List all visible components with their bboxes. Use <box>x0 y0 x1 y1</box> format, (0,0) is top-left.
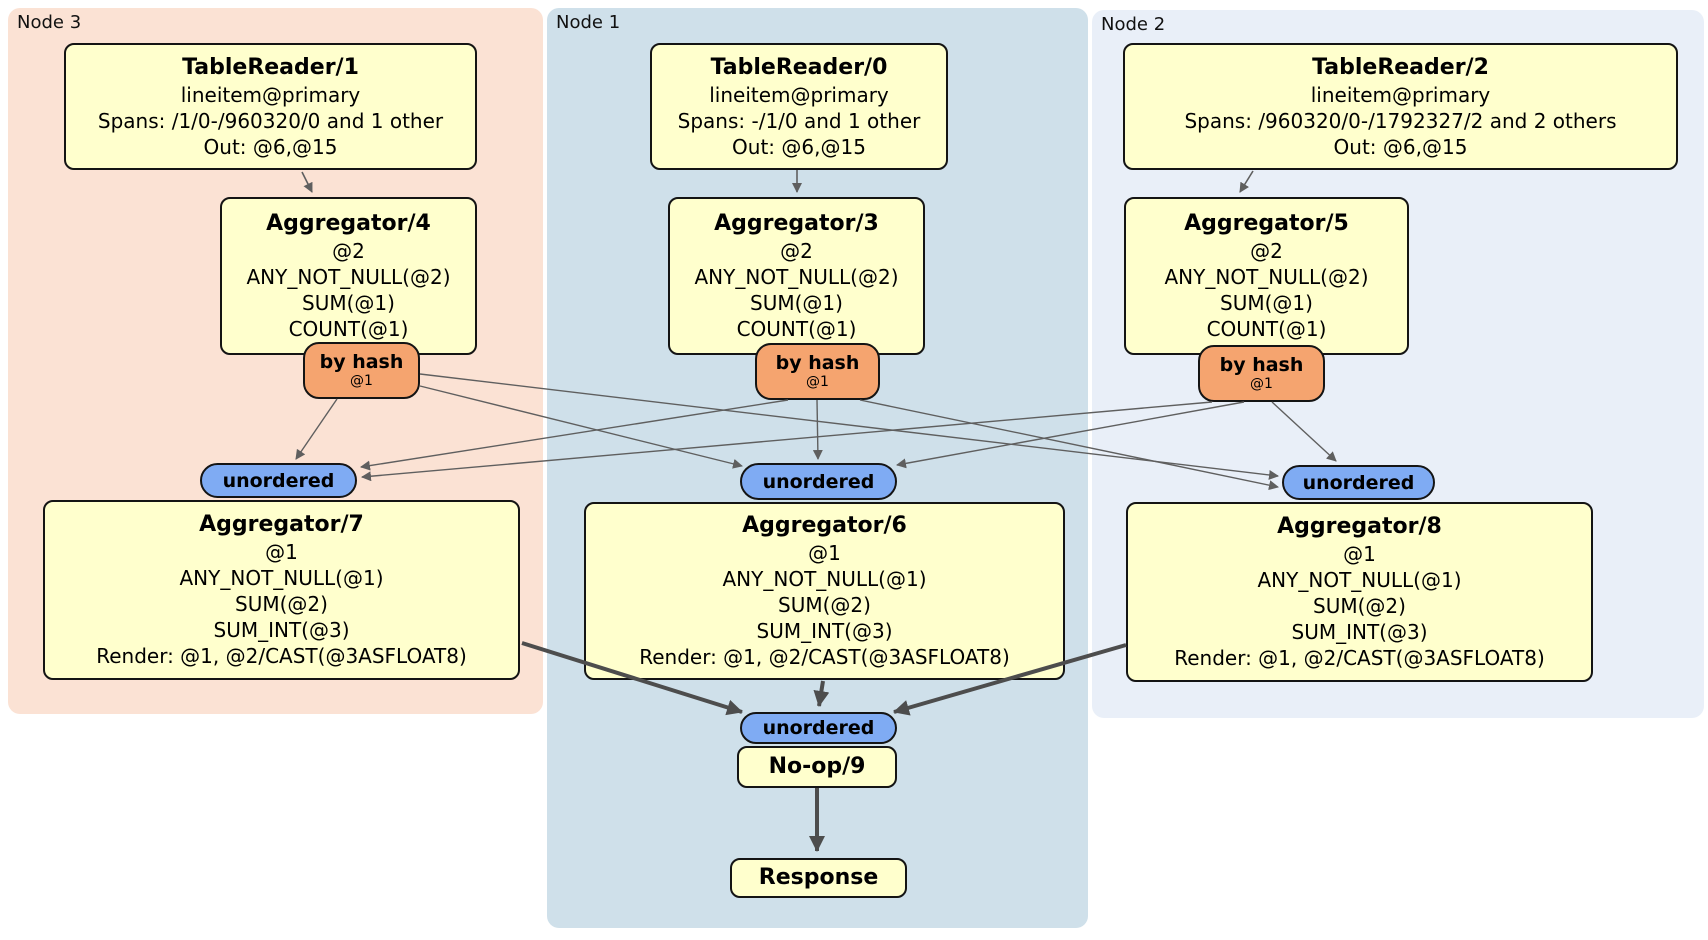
stream-unordered-final: unordered <box>740 712 897 744</box>
processor-title: No-op/9 <box>768 754 866 779</box>
stream-unordered-node2: unordered <box>1282 465 1435 500</box>
processor-aggregator-5: Aggregator/5 @2 ANY_NOT_NULL(@2) SUM(@1)… <box>1124 197 1409 355</box>
processor-tablereader-0: TableReader/0 lineitem@primary Spans: -/… <box>650 43 948 170</box>
processor-title: Aggregator/6 <box>742 513 907 538</box>
processor-detail: COUNT(@1) <box>288 317 409 341</box>
processor-aggregator-8: Aggregator/8 @1 ANY_NOT_NULL(@1) SUM(@2)… <box>1126 502 1593 682</box>
processor-tablereader-1: TableReader/1 lineitem@primary Spans: /1… <box>64 43 477 170</box>
processor-detail: SUM_INT(@3) <box>1291 620 1428 644</box>
processor-title: Aggregator/8 <box>1277 514 1442 539</box>
processor-detail: ANY_NOT_NULL(@1) <box>1257 568 1462 592</box>
processor-title: Response <box>758 865 879 890</box>
processor-detail: Spans: /960320/0-/1792327/2 and 2 others <box>1184 108 1617 133</box>
processor-detail: Out: @6,@15 <box>203 134 338 159</box>
processor-response: Response <box>730 858 907 898</box>
router-hash-column: @1 <box>806 374 829 390</box>
processor-detail: SUM(@2) <box>1313 594 1406 618</box>
processor-noop-9: No-op/9 <box>737 746 897 788</box>
processor-detail: ANY_NOT_NULL(@2) <box>694 265 899 289</box>
processor-detail: SUM_INT(@3) <box>213 618 350 642</box>
processor-detail: Spans: -/1/0 and 1 other <box>677 108 921 133</box>
router-hash-column: @1 <box>1250 376 1273 392</box>
processor-detail: Spans: /1/0-/960320/0 and 1 other <box>97 108 444 133</box>
stream-label: unordered <box>762 470 875 493</box>
processor-detail: SUM(@1) <box>302 291 395 315</box>
processor-title: Aggregator/5 <box>1184 211 1349 236</box>
router-hash-column: @1 <box>350 373 373 389</box>
processor-title: Aggregator/3 <box>714 211 879 236</box>
processor-aggregator-7: Aggregator/7 @1 ANY_NOT_NULL(@1) SUM(@2)… <box>43 500 520 680</box>
processor-title: TableReader/1 <box>182 54 359 80</box>
router-by-hash-node3: by hash @1 <box>303 342 420 399</box>
processor-detail: @2 <box>780 239 813 263</box>
processor-detail: @1 <box>1343 542 1376 566</box>
processor-detail: ANY_NOT_NULL(@2) <box>246 265 451 289</box>
processor-aggregator-6: Aggregator/6 @1 ANY_NOT_NULL(@1) SUM(@2)… <box>584 502 1065 680</box>
processor-detail: SUM(@2) <box>778 593 871 617</box>
processor-aggregator-3: Aggregator/3 @2 ANY_NOT_NULL(@2) SUM(@1)… <box>668 197 925 355</box>
processor-tablereader-2: TableReader/2 lineitem@primary Spans: /9… <box>1123 43 1678 170</box>
router-by-hash-node1: by hash @1 <box>755 343 880 400</box>
processor-detail: ANY_NOT_NULL(@1) <box>179 566 384 590</box>
processor-detail: COUNT(@1) <box>736 317 857 341</box>
stream-label: unordered <box>1302 471 1415 494</box>
processor-detail: ANY_NOT_NULL(@2) <box>1164 265 1369 289</box>
processor-detail: COUNT(@1) <box>1206 317 1327 341</box>
processor-detail: @1 <box>265 540 298 564</box>
processor-detail: Out: @6,@15 <box>1333 134 1468 159</box>
processor-detail: SUM(@1) <box>750 291 843 315</box>
processor-title: Aggregator/4 <box>266 211 431 236</box>
region-node3-label: Node 3 <box>17 12 82 33</box>
router-label: by hash <box>1219 354 1304 376</box>
router-label: by hash <box>775 352 860 374</box>
stream-unordered-node3: unordered <box>200 463 357 498</box>
processor-detail: lineitem@primary <box>180 82 361 107</box>
stream-unordered-node1: unordered <box>740 463 897 500</box>
processor-detail: Render: @1, @2/CAST(@3ASFLOAT8) <box>1174 646 1545 670</box>
processor-title: TableReader/2 <box>1312 54 1489 80</box>
router-by-hash-node2: by hash @1 <box>1198 345 1325 402</box>
processor-detail: ANY_NOT_NULL(@1) <box>722 567 927 591</box>
region-node1-label: Node 1 <box>556 12 621 33</box>
processor-title: Aggregator/7 <box>199 512 364 537</box>
processor-detail: Render: @1, @2/CAST(@3ASFLOAT8) <box>639 645 1010 669</box>
processor-detail: Render: @1, @2/CAST(@3ASFLOAT8) <box>96 644 467 668</box>
processor-title: TableReader/0 <box>710 54 888 80</box>
router-label: by hash <box>319 351 404 373</box>
stream-label: unordered <box>762 717 875 739</box>
processor-detail: lineitem@primary <box>1310 82 1491 107</box>
processor-detail: SUM_INT(@3) <box>756 619 893 643</box>
processor-detail: @2 <box>1250 239 1283 263</box>
region-node2-label: Node 2 <box>1101 14 1166 35</box>
processor-detail: @2 <box>332 239 365 263</box>
processor-detail: @1 <box>808 541 841 565</box>
processor-detail: SUM(@1) <box>1220 291 1313 315</box>
processor-aggregator-4: Aggregator/4 @2 ANY_NOT_NULL(@2) SUM(@1)… <box>220 197 477 355</box>
processor-detail: SUM(@2) <box>235 592 328 616</box>
processor-detail: Out: @6,@15 <box>732 134 866 159</box>
processor-detail: lineitem@primary <box>709 82 889 107</box>
stream-label: unordered <box>222 469 335 492</box>
